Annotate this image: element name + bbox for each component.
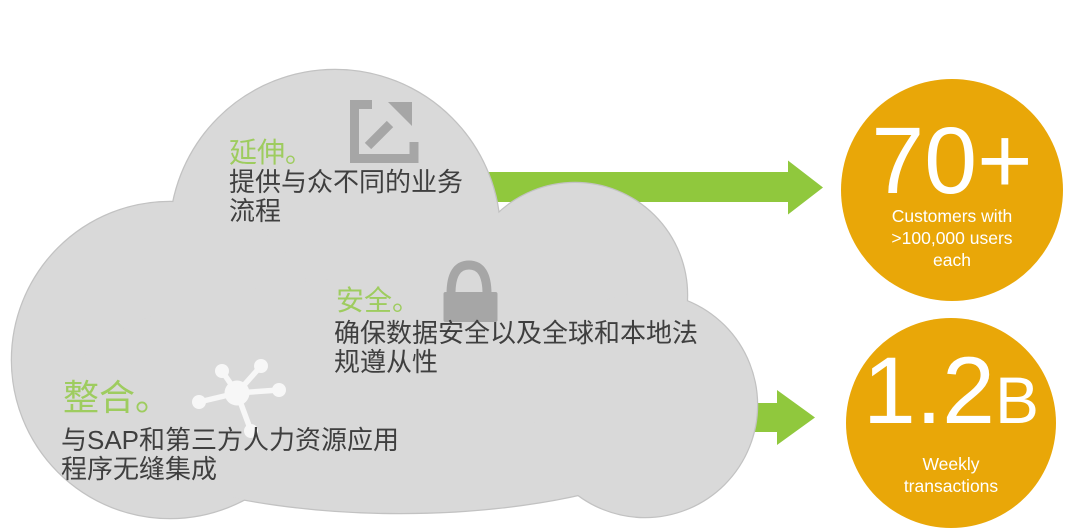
customers-caption-line-3: each [933,250,971,270]
extend-body: 提供与众不同的业务 流程 [229,168,463,226]
extend-body-line-1: 提供与众不同的业务 [229,167,464,197]
customers-caption-line-1: Customers with [891,206,1013,226]
customers-caption-line-2: >100,000 users [891,228,1013,248]
transactions-stat-caption: Weekly transactions [846,453,1056,497]
transactions-stat-number: 1.2 [862,338,996,444]
lock-icon [443,260,498,322]
transactions-caption-line-2: transactions [903,476,999,496]
transactions-stat-suffix: B [995,363,1040,437]
extend-heading: 延伸。 [229,137,314,168]
stat-circle-transactions: 1.2B Weekly transactions [846,318,1056,528]
transactions-stat-value: 1.2B [846,344,1056,448]
transactions-caption-line-1: Weekly [922,454,980,474]
secure-body: 确保数据安全以及全球和本地法 规遵从性 [334,319,698,377]
customers-stat-value: 70+ [841,114,1063,218]
extend-body-line-2: 流程 [229,196,282,226]
cloud-shape [10,68,759,520]
integrate-heading: 整合。 [63,377,172,418]
expand-arrow-icon [350,100,419,163]
stat-circle-customers: 70+ Customers with >100,000 users each [841,79,1063,301]
customers-stat-caption: Customers with >100,000 users each [841,205,1063,271]
integrate-body: 与SAP和第三方人力资源应用 程序无缝集成 [61,426,399,484]
customers-stat-number: 70+ [871,108,1033,214]
integrate-body-line-2: 程序无缝集成 [61,454,218,484]
secure-body-line-2: 规遵从性 [334,347,439,377]
integrate-body-line-1: 与SAP和第三方人力资源应用 [61,425,400,455]
secure-body-line-1: 确保数据安全以及全球和本地法 [334,318,699,348]
secure-heading: 安全。 [336,285,421,316]
hub-network-icon [192,359,286,438]
